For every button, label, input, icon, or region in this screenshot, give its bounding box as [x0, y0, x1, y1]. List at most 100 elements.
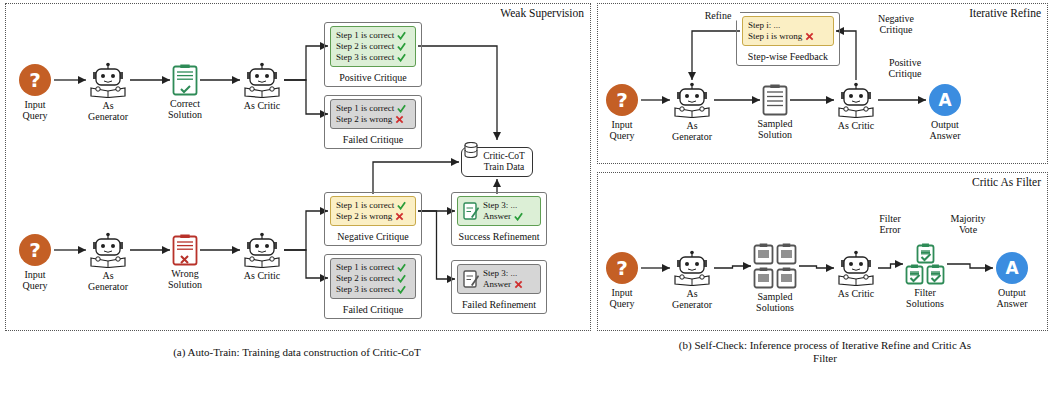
icon-label: Correct Solution — [162, 98, 208, 120]
agent-icon: As Critic — [833, 250, 879, 299]
robot-icon — [88, 62, 128, 98]
critique-box: Step 1 is correctStep 2 is correctStep 3… — [324, 254, 422, 319]
step-text: Step 3 is correct — [336, 284, 394, 295]
icon-label: As Generator — [669, 120, 715, 142]
agent-icon: As Critic — [833, 82, 879, 131]
agent-icon: As Generator — [669, 82, 715, 142]
icon-glyph: ? — [605, 83, 639, 117]
icon-label: Output Answer — [922, 119, 968, 141]
solution-icon: Correct Solution — [162, 64, 208, 120]
edge-label: Majority Vote — [943, 213, 993, 235]
step-text: Answer — [483, 279, 511, 290]
document-icon — [907, 265, 923, 284]
flow-arrow — [200, 249, 240, 250]
panel-region: ?Input Query As Generator Sampled Solution… — [597, 172, 1048, 331]
icon-circle: ?Input Query — [12, 233, 58, 291]
flow-arrow — [284, 46, 328, 80]
flow-arrow — [641, 267, 670, 268]
icon-glyph: A — [928, 83, 962, 117]
flow-arrow — [947, 264, 993, 268]
step-text: Step 2 is wrong — [336, 211, 392, 222]
flow-arrow — [284, 211, 328, 250]
icon-glyph: ? — [18, 233, 52, 267]
data-store: Critic-CoT Train Data — [461, 147, 533, 177]
icon-label: As Critic — [833, 288, 879, 299]
agent-icon: As Generator — [85, 62, 131, 122]
cross-mark — [395, 212, 404, 221]
edge-label: Negative Critique — [869, 13, 923, 35]
icon-glyph: ? — [18, 63, 52, 97]
icon-glyph: ? — [605, 251, 639, 285]
step-text: Step 3: ... — [483, 268, 517, 279]
step-text: Step 2 is wrong — [336, 114, 392, 125]
solution-icon — [753, 243, 797, 289]
icon-label: As Generator — [85, 270, 131, 292]
icon-circle: AOutput Answer — [922, 83, 968, 141]
robot-icon — [242, 62, 282, 98]
check-mark — [397, 201, 406, 210]
box-label: Success Refinement — [459, 231, 540, 242]
flow-arrow — [878, 264, 903, 268]
document-icon — [174, 65, 197, 95]
step-text: Step 3 is correct — [336, 52, 394, 63]
flow-arrow — [790, 99, 834, 100]
check-mark — [397, 31, 406, 40]
document-icon — [174, 235, 197, 265]
cross-mark — [514, 280, 523, 289]
solution-icon: Filter Solutions — [902, 243, 948, 309]
flow-arrow — [54, 79, 86, 80]
step-text: Step i is wrong — [748, 31, 802, 42]
check-mark — [397, 274, 406, 283]
flow-arrow — [54, 249, 86, 250]
edge-label: Positive Critique — [878, 57, 932, 79]
icon-label: Wrong Solution — [162, 268, 208, 290]
flow-arrow — [641, 99, 670, 100]
step-text: Step 2 is correct — [336, 273, 394, 284]
flow-arrow — [130, 249, 170, 250]
icon-label: As Generator — [669, 288, 715, 310]
critique-box: Step 3: ...AnswerFailed Refinement — [451, 260, 547, 314]
agent-icon: As Generator — [85, 232, 131, 292]
step-text: Answer — [483, 211, 511, 222]
solution-icon: Sampled Solutions — [752, 243, 798, 313]
edge-label: Refine — [696, 10, 740, 21]
panel-title: Iterative Refine — [969, 7, 1041, 19]
solution-icon: Wrong Solution — [162, 234, 208, 290]
critique-box: Step 3: ...AnswerSuccess Refinement — [451, 192, 547, 246]
flow-arrow — [130, 79, 170, 80]
icon-label: Input Query — [599, 119, 645, 141]
step-text: Step 3: ... — [483, 200, 517, 211]
solution-icon — [762, 84, 788, 116]
document-icon — [778, 244, 796, 264]
step-text: Step 1 is correct — [336, 103, 394, 114]
check-mark — [397, 53, 406, 62]
document-icon — [755, 244, 773, 264]
store-label: Critic-CoT Train Data — [480, 151, 528, 173]
robot-icon — [672, 250, 712, 286]
database-icon — [464, 142, 478, 158]
check-mark — [397, 104, 406, 113]
flow-arrow — [799, 266, 834, 268]
flow-arrow — [418, 211, 455, 279]
critique-box: Step 1 is correctStep 2 is wrongNegative… — [324, 192, 422, 246]
document-icon — [764, 85, 787, 115]
icon-label: Sampled Solutions — [752, 291, 798, 313]
icon-circle: ?Input Query — [599, 251, 645, 309]
step-text: Step 1 is correct — [336, 200, 394, 211]
pen-doc-icon — [463, 201, 479, 221]
panel-region: ?Input Query As Generator Step i: ...Step … — [597, 3, 1048, 164]
box-label: Failed Refinement — [462, 299, 536, 310]
agent-icon: As Generator — [669, 250, 715, 310]
document-icon — [928, 265, 944, 284]
flow-arrow — [836, 31, 856, 80]
panel-region: ?Input QueryAs GeneratorCorrect Solution… — [5, 3, 591, 331]
agent-icon: As Critic — [239, 232, 285, 281]
panel-title: Weak Supervision — [500, 7, 584, 19]
step-text: Step i: ... — [748, 20, 780, 31]
flow-arrow — [692, 31, 740, 80]
icon-circle: ?Input Query — [599, 83, 645, 141]
icon-label: Input Query — [12, 269, 58, 291]
icon-label: As Generator — [85, 100, 131, 122]
icon-circle: ?Input Query — [12, 63, 58, 121]
document-icon — [918, 244, 934, 263]
